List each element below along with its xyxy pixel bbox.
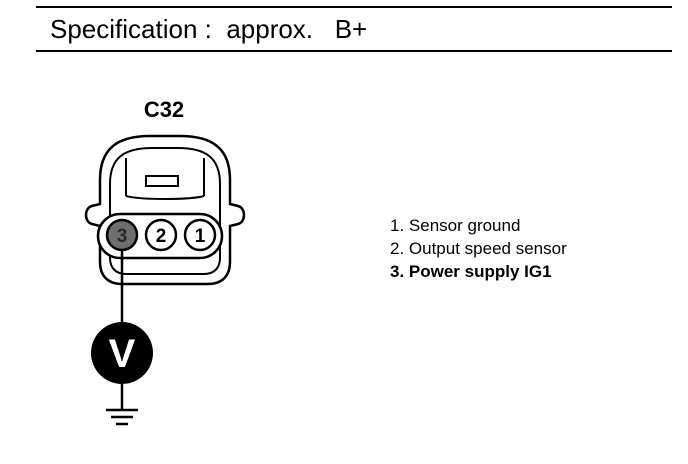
pin-3-label: 3 (117, 226, 128, 247)
header-rule (36, 50, 672, 52)
pin-1-circle (183, 218, 217, 252)
legend-item-1: 1. Sensor ground (390, 216, 521, 235)
specification-text: Specification : approx. B+ (50, 14, 368, 44)
pin-2-circle (144, 218, 178, 252)
voltmeter-symbol: V (109, 332, 136, 376)
pin-1-label: 1 (195, 226, 206, 247)
connector-latch (125, 158, 205, 200)
connector-housing-inner (109, 147, 221, 275)
latch-slot (145, 175, 179, 187)
top-rule (36, 6, 672, 8)
pin-2-label: 2 (156, 226, 167, 247)
pin-legend: 1. Sensor ground 2. Output speed sensor … (390, 214, 567, 283)
ground-icon (106, 408, 138, 426)
connector-label: C32 (144, 97, 184, 122)
legend-item-2: 2. Output speed sensor (390, 239, 567, 258)
voltmeter-icon (91, 322, 153, 384)
legend-item-3: 3. Power supply IG1 (390, 262, 552, 281)
